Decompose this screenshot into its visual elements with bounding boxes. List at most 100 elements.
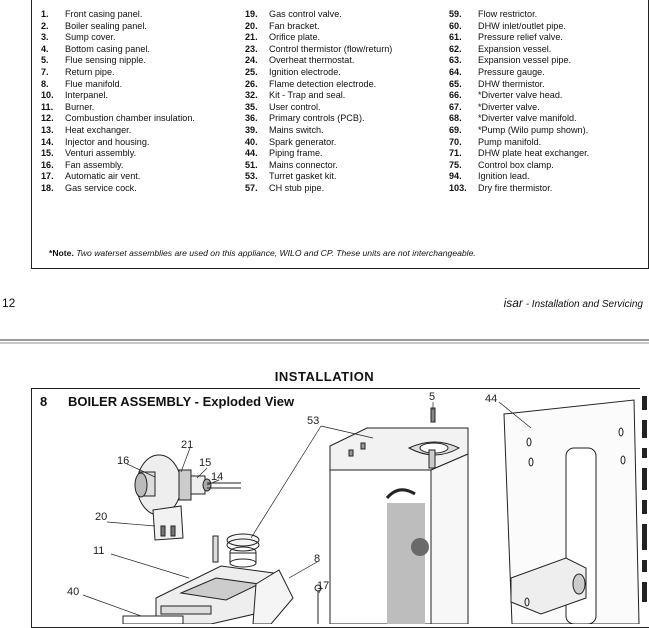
part-number: 63. <box>449 55 462 66</box>
parts-list-item: 13. Heat exchanger. <box>41 125 195 137</box>
part-number: 35. <box>245 101 258 112</box>
parts-list-item: 94.Ignition lead. <box>449 171 589 183</box>
parts-list-item: 103. Dry fire thermistor. <box>449 183 589 195</box>
page-number: 12 <box>2 296 16 310</box>
part-number: 51. <box>245 159 258 170</box>
parts-list-item: 8.Flue manifold. <box>41 79 195 91</box>
part-label: User control. <box>269 101 321 112</box>
callout-15: 15 <box>199 457 211 469</box>
part-label: Flame detection electrode. <box>269 78 377 89</box>
part-number: 7. <box>41 66 49 77</box>
part-label: Expansion vessel pipe. <box>478 55 572 66</box>
parts-list-item: 39.Mains switch. <box>245 125 392 137</box>
part-number: 19. <box>245 9 258 19</box>
part-label: Orifice plate. <box>269 32 321 43</box>
part-number: 36. <box>245 113 258 124</box>
parts-list-item: 4. Bottom casing panel. <box>41 44 195 56</box>
part-label: Spark generator. <box>269 136 337 147</box>
part-label: Dry fire thermistor. <box>478 182 553 193</box>
parts-list-item: 64.Pressure gauge. <box>449 67 589 79</box>
parts-list-item: 36.Primary controls (PCB). <box>245 113 392 125</box>
part-label: *Diverter valve manifold. <box>478 113 577 124</box>
parts-list-item: 51. Mains connector. <box>245 160 392 172</box>
part-number: 2. <box>41 20 49 31</box>
parts-column-3: 59.Flow restrictor.60.DHW inlet/outlet p… <box>449 9 589 195</box>
part-number: 4. <box>41 43 49 54</box>
part-label: Pressure gauge. <box>478 66 545 77</box>
part-label: Control box clamp. <box>478 159 554 170</box>
parts-list-item: 67.*Diverter valve. <box>449 102 589 114</box>
parts-list-item: 70.Pump manifold. <box>449 137 589 149</box>
parts-list-item: 62.Expansion vessel. <box>449 44 589 56</box>
part-label: Bottom casing panel. <box>65 43 150 54</box>
part-label: Return pipe. <box>65 66 115 77</box>
fan-bracket <box>152 505 184 541</box>
part-label: Fan assembly. <box>65 159 124 170</box>
parts-list-item: 18.Gas service cock. <box>41 183 195 195</box>
parts-list-box: 1.Front casing panel.2. Boiler sealing pa… <box>31 0 649 269</box>
parts-list-item: 63. Expansion vessel pipe. <box>449 55 589 67</box>
part-label: *Pump (Wilo pump shown). <box>478 124 589 135</box>
parts-list-item: 60.DHW inlet/outlet pipe. <box>449 21 589 33</box>
part-label: Injector and housing. <box>65 136 150 147</box>
part-label: Boiler sealing panel. <box>65 20 147 31</box>
part-label: Mains switch. <box>269 124 324 135</box>
parts-list-item: 66.*Diverter valve head. <box>449 90 589 102</box>
parts-list-item: 32.Kit - Trap and seal. <box>245 90 392 102</box>
part-label: DHW thermistor. <box>478 78 545 89</box>
part-number: 103. <box>449 182 467 193</box>
part-number: 69. <box>449 124 462 135</box>
part-number: 15. <box>41 148 54 159</box>
part-label: Mains connector. <box>269 159 338 170</box>
parts-list-item: 5.Flue sensing nipple. <box>41 55 195 67</box>
parts-list-item: 53.Turret gasket kit. <box>245 171 392 183</box>
part-number: 44. <box>245 148 258 159</box>
callout-16: 16 <box>117 455 129 467</box>
part-label: Automatic air vent. <box>65 171 141 182</box>
parts-list-item: 11.Burner. <box>41 102 195 114</box>
section-number: 8 <box>40 394 48 409</box>
parts-list-item: 68. *Diverter valve manifold. <box>449 113 589 125</box>
burner-assembly <box>122 565 322 624</box>
part-number: 65. <box>449 78 462 89</box>
parts-column-2: 19.Gas control valve.20.Fan bracket.21.O… <box>245 9 392 195</box>
fan-assembly <box>134 454 241 516</box>
part-number: 61. <box>449 32 462 43</box>
part-number: 71. <box>449 148 462 159</box>
parts-list-item: 7. Return pipe. <box>41 67 195 79</box>
part-label: Sump cover. <box>65 32 116 43</box>
part-number: 13. <box>41 124 54 135</box>
page-divider <box>0 339 649 341</box>
part-number: 8. <box>41 78 49 89</box>
part-number: 24. <box>245 55 258 66</box>
parts-list-item: 10.Interpanel. <box>41 90 195 102</box>
callout-40: 40 <box>67 586 79 598</box>
part-number: 11. <box>41 101 54 112</box>
part-label: Pump manifold. <box>478 136 542 147</box>
parts-list-item: 12.Combustion chamber insulation. <box>41 113 195 125</box>
part-number: 32. <box>245 90 258 101</box>
callout-20: 20 <box>95 511 107 523</box>
part-number: 66. <box>449 90 462 101</box>
boiler-casing <box>329 407 469 624</box>
callout-53: 53 <box>307 415 319 427</box>
parts-list-item: 65. DHW thermistor. <box>449 79 589 91</box>
callout-5: 5 <box>429 391 435 403</box>
part-number: 12. <box>41 113 54 124</box>
callout-8: 8 <box>314 553 320 565</box>
part-label: Heat exchanger. <box>65 124 132 135</box>
part-number: 14. <box>41 136 54 147</box>
part-number: 18. <box>41 182 54 193</box>
part-number: 40. <box>245 136 258 147</box>
page-divider-shadow <box>0 342 649 344</box>
part-number: 68. <box>449 113 462 124</box>
parts-list-item: 35. User control. <box>245 102 392 114</box>
part-label: Fan bracket. <box>269 20 320 31</box>
parts-list-item: 23.Control thermistor (flow/return) <box>245 44 392 56</box>
parts-list-item: 21.Orifice plate. <box>245 32 392 44</box>
parts-list-item: 1.Front casing panel. <box>41 9 195 21</box>
edge-tab-marks <box>640 388 649 624</box>
part-number: 23. <box>245 43 258 54</box>
parts-list-item: 2. Boiler sealing panel. <box>41 21 195 33</box>
